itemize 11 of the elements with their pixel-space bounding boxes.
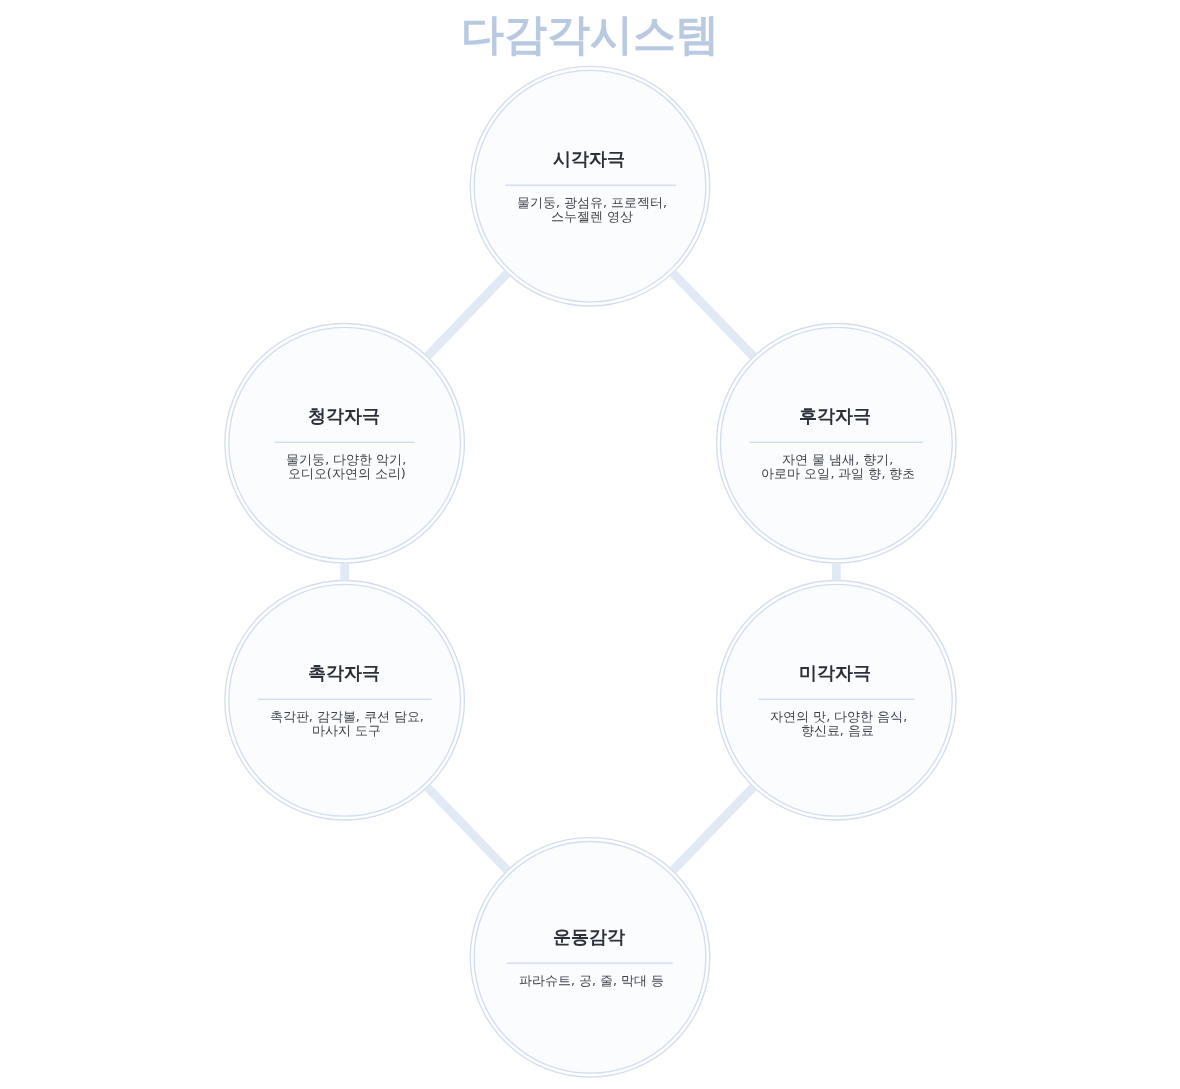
node-circle: 후각자극 자연 물 냄새, 향기, 아로마 오일, 과일 향, 향초 (715, 322, 957, 564)
node-circle: 청각자극 물기둥, 다양한 악기, 오디오(자연의 소리) (223, 322, 465, 564)
connector (423, 784, 510, 874)
connector (339, 563, 349, 581)
connector (831, 563, 841, 581)
connector (423, 270, 510, 360)
node-circle: 미각자극 자연의 맛, 다양한 음식, 향신료, 음료 (715, 579, 957, 821)
connector (669, 269, 757, 360)
connector (669, 783, 757, 874)
diagram-title: 다감각시스템 (460, 9, 719, 60)
node-circle: 촉각자극 촉각판, 감각볼, 쿠션 담요, 마사지 도구 (223, 579, 465, 821)
